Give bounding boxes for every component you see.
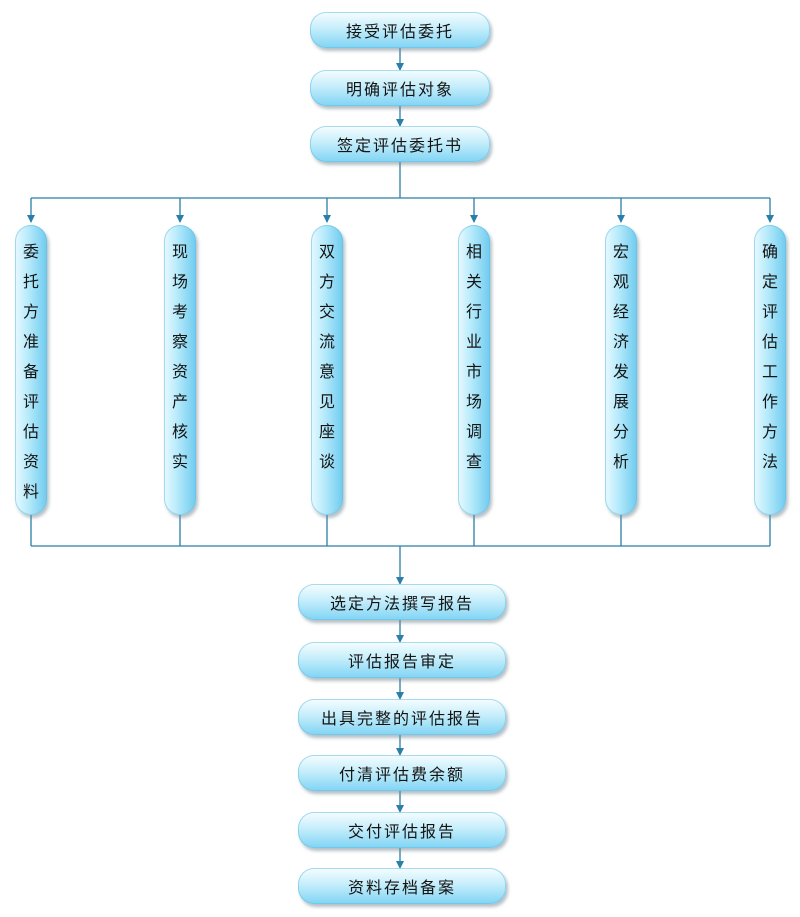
task-label: 委托方准备评估资料 [22, 242, 39, 501]
step-label: 明确评估对象 [345, 80, 454, 99]
step-issue-report: 出具完整的评估报告 [298, 699, 506, 735]
task-mutual-discussion: 双方交流意见座谈 [311, 225, 343, 515]
step-write-report: 选定方法撰写报告 [298, 584, 506, 620]
task-label: 双方交流意见座谈 [318, 242, 335, 471]
step-label: 交付评估报告 [347, 822, 456, 841]
step-sign-contract: 签定评估委托书 [310, 126, 490, 162]
step-label: 选定方法撰写报告 [329, 594, 474, 613]
task-market-survey: 相关行业市场调查 [458, 225, 490, 515]
task-label: 相关行业市场调查 [465, 242, 482, 471]
task-label: 宏观经济发展分析 [612, 242, 629, 471]
step-review-report: 评估报告审定 [298, 642, 506, 678]
step-label: 出具完整的评估报告 [320, 709, 483, 728]
step-label: 资料存档备案 [347, 878, 456, 897]
task-label: 现场考察资产核实 [171, 242, 188, 471]
task-method-selection: 确定评估工作方法 [754, 225, 786, 515]
step-deliver-report: 交付评估报告 [298, 812, 506, 848]
step-label: 评估报告审定 [347, 652, 456, 671]
task-site-inspection: 现场考察资产核实 [164, 225, 196, 515]
step-define-object: 明确评估对象 [310, 70, 490, 106]
task-label: 确定评估工作方法 [761, 242, 778, 471]
step-accept-commission: 接受评估委托 [310, 12, 490, 48]
task-client-materials: 委托方准备评估资料 [15, 225, 47, 515]
step-archive: 资料存档备案 [298, 868, 506, 904]
step-pay-balance: 付清评估费余额 [298, 755, 506, 791]
step-label: 付清评估费余额 [338, 765, 465, 784]
step-label: 接受评估委托 [345, 22, 454, 41]
task-macro-analysis: 宏观经济发展分析 [605, 225, 637, 515]
step-label: 签定评估委托书 [336, 136, 463, 155]
